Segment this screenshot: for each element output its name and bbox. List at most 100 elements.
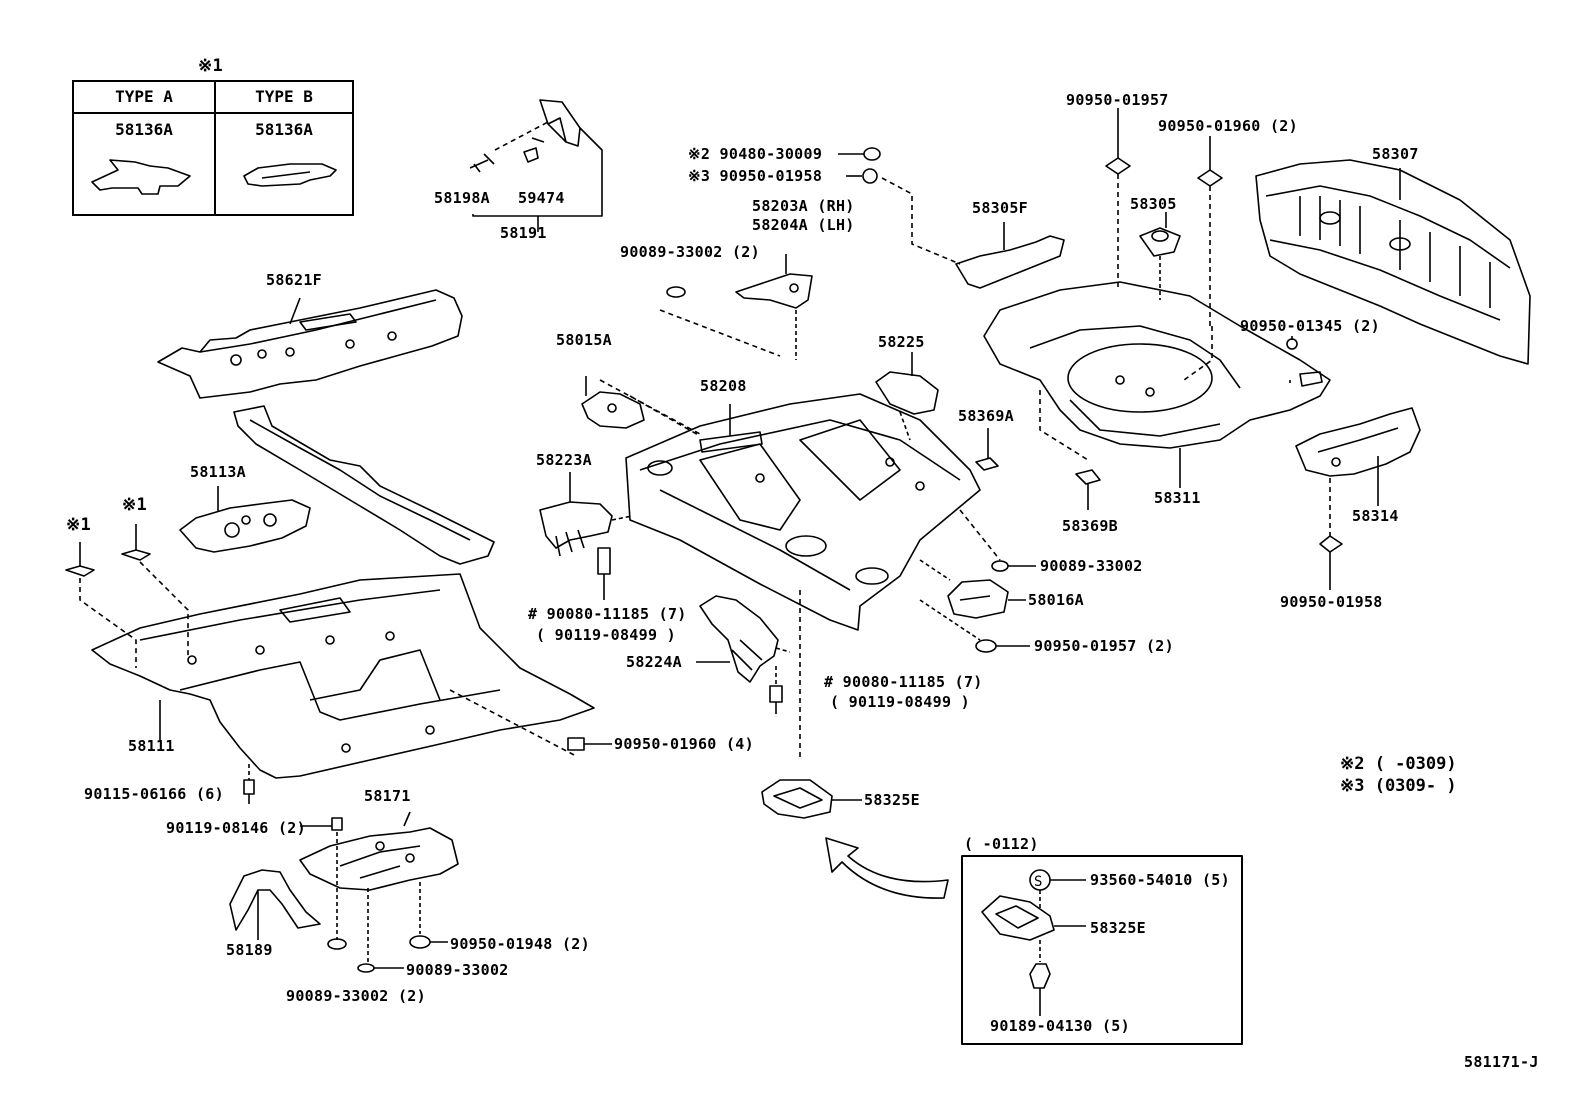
- label-58015a: 58015A: [556, 331, 612, 349]
- label-90480-30009: ※2 90480-30009: [688, 145, 823, 163]
- label-90119-08499-b: ( 90119-08499 ): [830, 693, 970, 711]
- label-90119-08146: 90119-08146 (2): [166, 819, 306, 837]
- label-58621f: 58621F: [266, 271, 322, 289]
- part-58225: [875, 352, 939, 441]
- plug-90950-01958-right: [1319, 535, 1343, 590]
- label-90089-33002-2-top: 90089-33002 (2): [620, 243, 760, 261]
- table-divider: [214, 82, 216, 214]
- table-marker: ※1: [198, 56, 224, 76]
- part-58016a: [919, 559, 1026, 619]
- label-58204a: 58204A (LH): [752, 216, 855, 234]
- part-58621f-panel: [157, 289, 463, 399]
- label-58307: 58307: [1372, 145, 1419, 163]
- label-90080-11185-a: # 90080-11185 (7): [528, 605, 687, 623]
- part-58136a-type-b: [243, 163, 337, 187]
- clip-marker-left: [65, 542, 137, 668]
- part-58208-rear-floor: [625, 393, 981, 760]
- part-58113a: [179, 486, 311, 553]
- part-58369a: [959, 428, 1036, 572]
- drawing-id: 581171-J: [1464, 1053, 1539, 1071]
- label-90119-08499-a: ( 90119-08499 ): [536, 626, 676, 644]
- label-90950-01958: 90950-01958: [1280, 593, 1383, 611]
- type-b-part: 58136A: [255, 120, 313, 139]
- label-90089-33002-right: 90089-33002: [1040, 557, 1143, 575]
- part-58311-spare-tire-pan: [983, 281, 1331, 488]
- label-58369a: 58369A: [958, 407, 1014, 425]
- label-58305: 58305: [1130, 195, 1177, 213]
- label-58198a: 58198A: [434, 189, 490, 207]
- part-58314: [1295, 407, 1421, 536]
- label-58325e: 58325E: [864, 791, 920, 809]
- label-58111: 58111: [128, 737, 175, 755]
- part-58223a: [539, 472, 633, 557]
- part-58305f: [955, 222, 1065, 289]
- label-58171: 58171: [364, 787, 411, 805]
- label-58016a: 58016A: [1028, 591, 1084, 609]
- plug-90950-01960-2: [1197, 136, 1223, 326]
- type-table: TYPE A TYPE B 58136A 58136A: [72, 80, 354, 216]
- label-58113a: 58113A: [190, 463, 246, 481]
- type-a-header: TYPE A: [74, 82, 214, 114]
- plug-90089-33002-lower: [357, 888, 404, 973]
- label-58189: 58189: [226, 941, 273, 959]
- clip-marker-right: [121, 524, 189, 660]
- label-58311: 58311: [1154, 489, 1201, 507]
- part-58325e: [761, 779, 862, 819]
- label-marker1-right: ※1: [122, 495, 148, 515]
- label-90189-04130: 90189-04130 (5): [990, 1017, 1130, 1035]
- type-b-header: TYPE B: [216, 82, 352, 114]
- label-58305f: 58305F: [972, 199, 1028, 217]
- plug-90950-01960-4: [567, 737, 612, 751]
- label-90950-01957: 90950-01957: [1066, 91, 1169, 109]
- part-58369b: [1075, 469, 1101, 510]
- label-90950-01958-top: ※3 90950-01958: [688, 167, 823, 185]
- label-58314: 58314: [1352, 507, 1399, 525]
- label-90950-01948: 90950-01948 (2): [450, 935, 590, 953]
- label-58369b: 58369B: [1062, 517, 1118, 535]
- label-marker1-left: ※1: [66, 515, 92, 535]
- label-inset-range: ( -0112): [964, 835, 1039, 853]
- label-90950-01960-2: 90950-01960 (2): [1158, 117, 1298, 135]
- label-58191: 58191: [500, 224, 547, 242]
- plug-90950-01957-2: [919, 599, 1030, 653]
- label-90950-01345: 90950-01345 (2): [1240, 317, 1380, 335]
- label-58325e-inset: 58325E: [1090, 919, 1146, 937]
- label-90950-01957-2: 90950-01957 (2): [1034, 637, 1174, 655]
- part-58015a: [581, 376, 701, 437]
- label-58223a: 58223A: [536, 451, 592, 469]
- bolt-90080-b: [769, 666, 783, 714]
- plug-90950-01957-top: [1105, 108, 1131, 290]
- note-2: ※2 ( -0309): [1340, 754, 1457, 774]
- part-58191-bracket: [469, 99, 603, 232]
- label-58208: 58208: [700, 377, 747, 395]
- svg-text:S: S: [1034, 874, 1042, 890]
- curved-arrow: [825, 837, 949, 899]
- label-90950-01960-4: 90950-01960 (4): [614, 735, 754, 753]
- label-58225: 58225: [878, 333, 925, 351]
- part-58189: [229, 869, 321, 940]
- label-58203a: 58203A (RH): [752, 197, 855, 215]
- plug-90950-01948: [409, 882, 448, 949]
- label-90089-33002-lower: 90089-33002: [406, 961, 509, 979]
- screw-90115-06166: [243, 764, 255, 804]
- part-58224a: [696, 595, 791, 683]
- part-58203a-58204a: [659, 254, 813, 360]
- label-90080-11185-b: # 90080-11185 (7): [824, 673, 983, 691]
- type-a-part: 58136A: [115, 120, 173, 139]
- bolt-90080-a: [597, 547, 611, 600]
- label-93560-54010: 93560-54010 (5): [1090, 871, 1230, 889]
- note-3: ※3 (0309- ): [1340, 776, 1457, 796]
- part-58305: [1139, 212, 1181, 300]
- plug-90950-01345: [1286, 336, 1298, 350]
- plugs-90480-90950-top: [838, 147, 961, 265]
- part-58111-front-floor: [91, 573, 595, 779]
- part-58307-back-panel: [1255, 159, 1531, 365]
- part-58136a-type-a: [91, 159, 191, 195]
- label-59474: 59474: [518, 189, 565, 207]
- label-90115-06166: 90115-06166 (6): [84, 785, 224, 803]
- screw-90119-08146: [300, 817, 347, 950]
- inset-box: S: [961, 855, 1243, 1045]
- label-90089-33002-2-lower: 90089-33002 (2): [286, 987, 426, 1005]
